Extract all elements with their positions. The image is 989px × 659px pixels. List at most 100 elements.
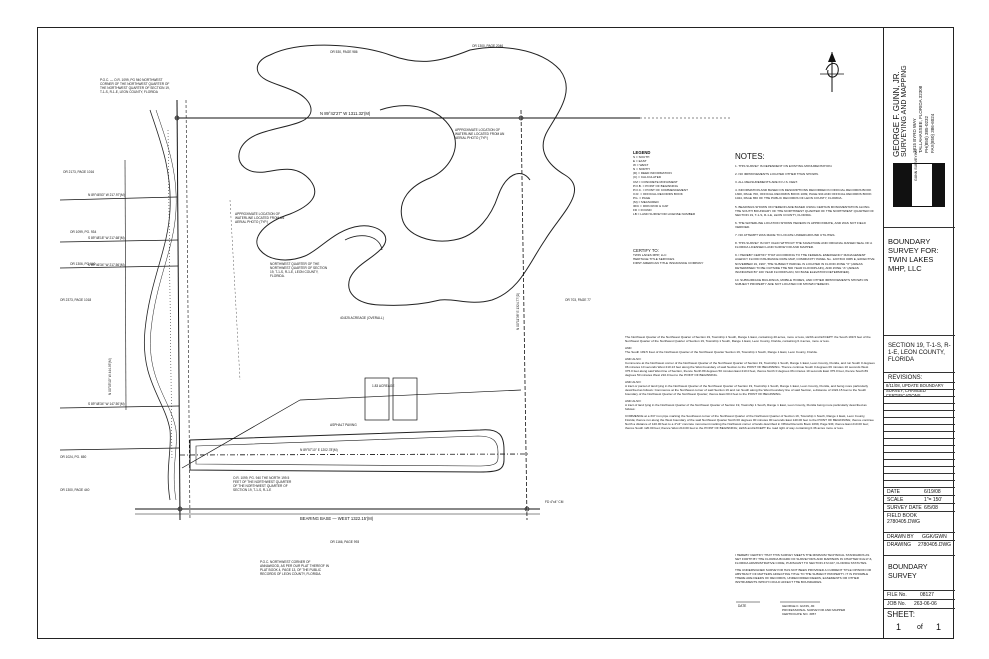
description-paragraph: Commence at the Northwest corner of the … <box>625 361 875 377</box>
surveyor-address1: 1815 BYRD WAY <box>912 118 917 153</box>
label-south-line: BEARING BASE — WEST 1322.15'(M) <box>300 516 374 521</box>
description-and: AND <box>625 346 632 350</box>
sheet-title: BOUNDARY SURVEY <box>888 564 928 580</box>
legend-item: (C) = CALCULATED <box>633 175 662 180</box>
description-and: AND ALSO: <box>625 380 642 384</box>
label-nw-quarter: NORTHWEST QUARTER OF THE NORTHWEST QUART… <box>270 262 328 278</box>
legend-item: (D) = DEED INFORMATION <box>633 171 672 176</box>
label-or-1024: OR 1024, PG. 650 <box>60 455 87 459</box>
job-no-value: 263-06-06 <box>914 601 937 607</box>
note-item: 9. I HEREBY CERTIFY THAT ACCORDING TO TH… <box>735 253 875 274</box>
survey-date-value: 6/5/08 <box>924 505 938 511</box>
label-found-cm: FD 4"x4" CM <box>545 500 564 504</box>
project-title: BOUNDARY SURVEY FOR: TWIN LAKES MHP, LLC <box>888 237 939 273</box>
sheet-border <box>37 27 954 639</box>
east-boundary <box>520 109 528 521</box>
job-no-label: JOB No. <box>887 601 906 607</box>
label-dim-3: S 89°46'34" W 217.56'(M) <box>88 263 125 267</box>
label-or-1099: OR 1099, PG. 934 <box>70 230 97 234</box>
note-item: 5. BEARINGS SHOWN ON HEREON ARE BASED US… <box>735 204 874 217</box>
legend-item: P.O.C. = POINT OF COMMENCEMENT <box>633 187 688 192</box>
note-item: 10. SUBSURFACE BUILDINGS, MOBILE HOMES, … <box>735 277 869 286</box>
label-poc-top: P.O.C. — O.R. 1099, PG 940 NORTHWEST COR… <box>100 78 170 94</box>
description-paragraph: The Northwest Quarter of the Northwest Q… <box>625 335 871 343</box>
project-location: SECTION 19, T-1-S, R-1-E, LEON COUNTY, F… <box>888 343 951 363</box>
signer-title: PROFESSIONAL SURVEYOR AND MAPPER <box>782 608 846 612</box>
sheet-label: SHEET: <box>887 610 916 619</box>
cert-date-label: DATE <box>738 604 747 608</box>
description-paragraph: The South 199.5 Feet of the Northwest Qu… <box>625 350 818 354</box>
north-arrow-icon <box>820 52 844 92</box>
legend: LEGEND S = SOUTH E = EAST W = WEST N = N… <box>633 150 728 216</box>
note-item: 6. THE WATERLINE LOCATION SHOWN HEREON I… <box>735 220 866 229</box>
asphalt-loop-outer <box>189 429 505 473</box>
note-item: 2. NO IMPROVEMENTS LOCATED OTHER THAN SH… <box>735 172 819 177</box>
scale-label: SCALE <box>887 497 904 503</box>
label-east-line: N 00°11'38" E 1324.77'(D) <box>516 292 520 330</box>
signer-cert-no: CERTIFICATE NO. 3057 <box>782 612 817 616</box>
note-item: 7. NO ATTEMPT WAS MADE TO LOCATE UNDERGR… <box>735 233 836 238</box>
legend-item: W = WEST <box>633 163 649 168</box>
cert-text: I HEREBY CERTIFY THAT THIS SURVEY MEETS … <box>735 553 873 565</box>
legend-item: IR/C = IRON ROD & CAP <box>633 204 669 209</box>
notes-block: NOTES: 1. THIS SURVEY IS DEPENDENT ON EX… <box>735 152 875 286</box>
surveyor-name: GEORGE F. GUNN, JR. <box>892 71 901 157</box>
sheet-number: 1 <box>896 622 902 632</box>
description-paragraph: A tract or parcel of land lying in the N… <box>625 384 869 396</box>
label-dim-1: N 89°46'53" W 217.97'(M) <box>88 193 125 197</box>
certify-line: FIRST AMERICAN TITLE INSURANCE COMPANY <box>633 261 704 266</box>
asphalt-loop-inner <box>195 435 499 467</box>
certify-line: TWIN LAKES MHP, LLC <box>633 253 667 257</box>
description-and: AND ALSO: <box>625 357 642 361</box>
description-and: AND ALSO: <box>625 399 642 403</box>
label-or-1166: OR 1166, PAGE 993 <box>330 540 360 544</box>
title-block: GEORGE F. GUNN, JR. SURVEYING AND MAPPIN… <box>883 27 955 639</box>
label-waterline-2: APPROXIMATE LOCATION OF WATERLINE LOCATE… <box>235 212 285 224</box>
legal-description: The Northwest Quarter of the Northwest Q… <box>625 335 875 430</box>
label-or-2373: OR 2373, PAGE 1018 <box>60 298 92 302</box>
cert-text-2: THE UNDERSIGNED SURVEYOR HAS NOT BEEN PR… <box>735 568 872 584</box>
legend-item: E = EAST <box>633 159 647 164</box>
legend-item: PG. = PAGE <box>633 195 651 200</box>
note-item: 3. ALL MEASUREMENTS ARE IN U.S. FEET. <box>735 180 798 185</box>
label-or-703: OR 703, PAGE 77 <box>565 298 591 302</box>
field-book-value: 2780405.DWG <box>887 519 921 525</box>
signer-name: GEORGE F. GUNN, JR. <box>782 604 816 608</box>
label-dim-5: S 89°48'34" W 147.50'(M) <box>88 402 125 406</box>
file-no-label: FILE No. <box>887 592 907 598</box>
surveyor-phone2: FAX(850) 386-6024 <box>930 113 935 153</box>
surveyor-line2: SURVEYING AND MAPPING <box>901 65 908 157</box>
legend-item: O.R. = OFFICIAL RECORDS BOOK <box>633 191 683 196</box>
label-or-1300: OR 1300, PAGE 440 <box>60 488 90 492</box>
label-dim-4: N 00°05'10" W 444.95'(M) <box>108 358 112 395</box>
logo-text: GUNN SURVEYING <box>914 149 918 181</box>
file-no-value: 08127 <box>920 592 934 598</box>
label-north-line: N 89°42'27" W 1311.32'(M) <box>320 111 371 116</box>
note-item: 1. THIS SURVEY IS DEPENDENT ON EXISTING … <box>735 164 833 168</box>
note-item: 4. INFORMATION AND BASED ON DESCRIPTIONS… <box>735 188 872 201</box>
drawing-label: DRAWING <box>887 542 911 548</box>
label-acreage-2: 1.83 ACREAGE <box>372 384 395 388</box>
revision-1: 8/11/08, UPDATE BOUNDARY SURVEY, CHANGED… <box>886 383 944 398</box>
west-boundary <box>176 99 181 521</box>
survey-date-label: SURVEY DATE <box>887 505 922 511</box>
label-or-top-right: OR 1300, PAGE 2046 <box>472 44 504 48</box>
date-value: 6/19/08 <box>924 489 941 495</box>
company-logo: GUNN SURVEYING <box>893 149 945 207</box>
date-label: DATE <box>887 489 900 495</box>
legend-item: (M) = MEASURED <box>633 200 659 205</box>
label-asphalt: ASPHALT PAVING <box>330 423 357 427</box>
note-item: 8. THIS SURVEY IS NOT VALID WITHOUT THE … <box>735 241 873 250</box>
certify-heading: CERTIFY TO: <box>633 248 659 253</box>
label-poc-bottom: P.O.C. NORTHWEST CORNER OF ANNAWOOD, AS … <box>260 560 329 576</box>
label-inner-line: N 89°57'10" E 1202.78'(M) <box>300 448 338 452</box>
drawn-by-label: DRAWN BY <box>887 534 914 540</box>
legend-item: FD = FOUND <box>633 208 652 213</box>
legend-item: S = SOUTH <box>633 155 650 159</box>
certify-line: HERITAGE TITLE SERVICES <box>633 257 675 262</box>
legend-item: CM = CONCRETE MONUMENT <box>633 179 678 184</box>
label-waterline-1: APPROXIMATE LOCATION OF WATERLINE LOCATE… <box>455 128 505 140</box>
label-or-2173: OR 2173, PAGE 1016 <box>63 170 95 174</box>
certify-block: CERTIFY TO: TWIN LAKES MHP, LLC HERITAGE… <box>633 248 728 265</box>
